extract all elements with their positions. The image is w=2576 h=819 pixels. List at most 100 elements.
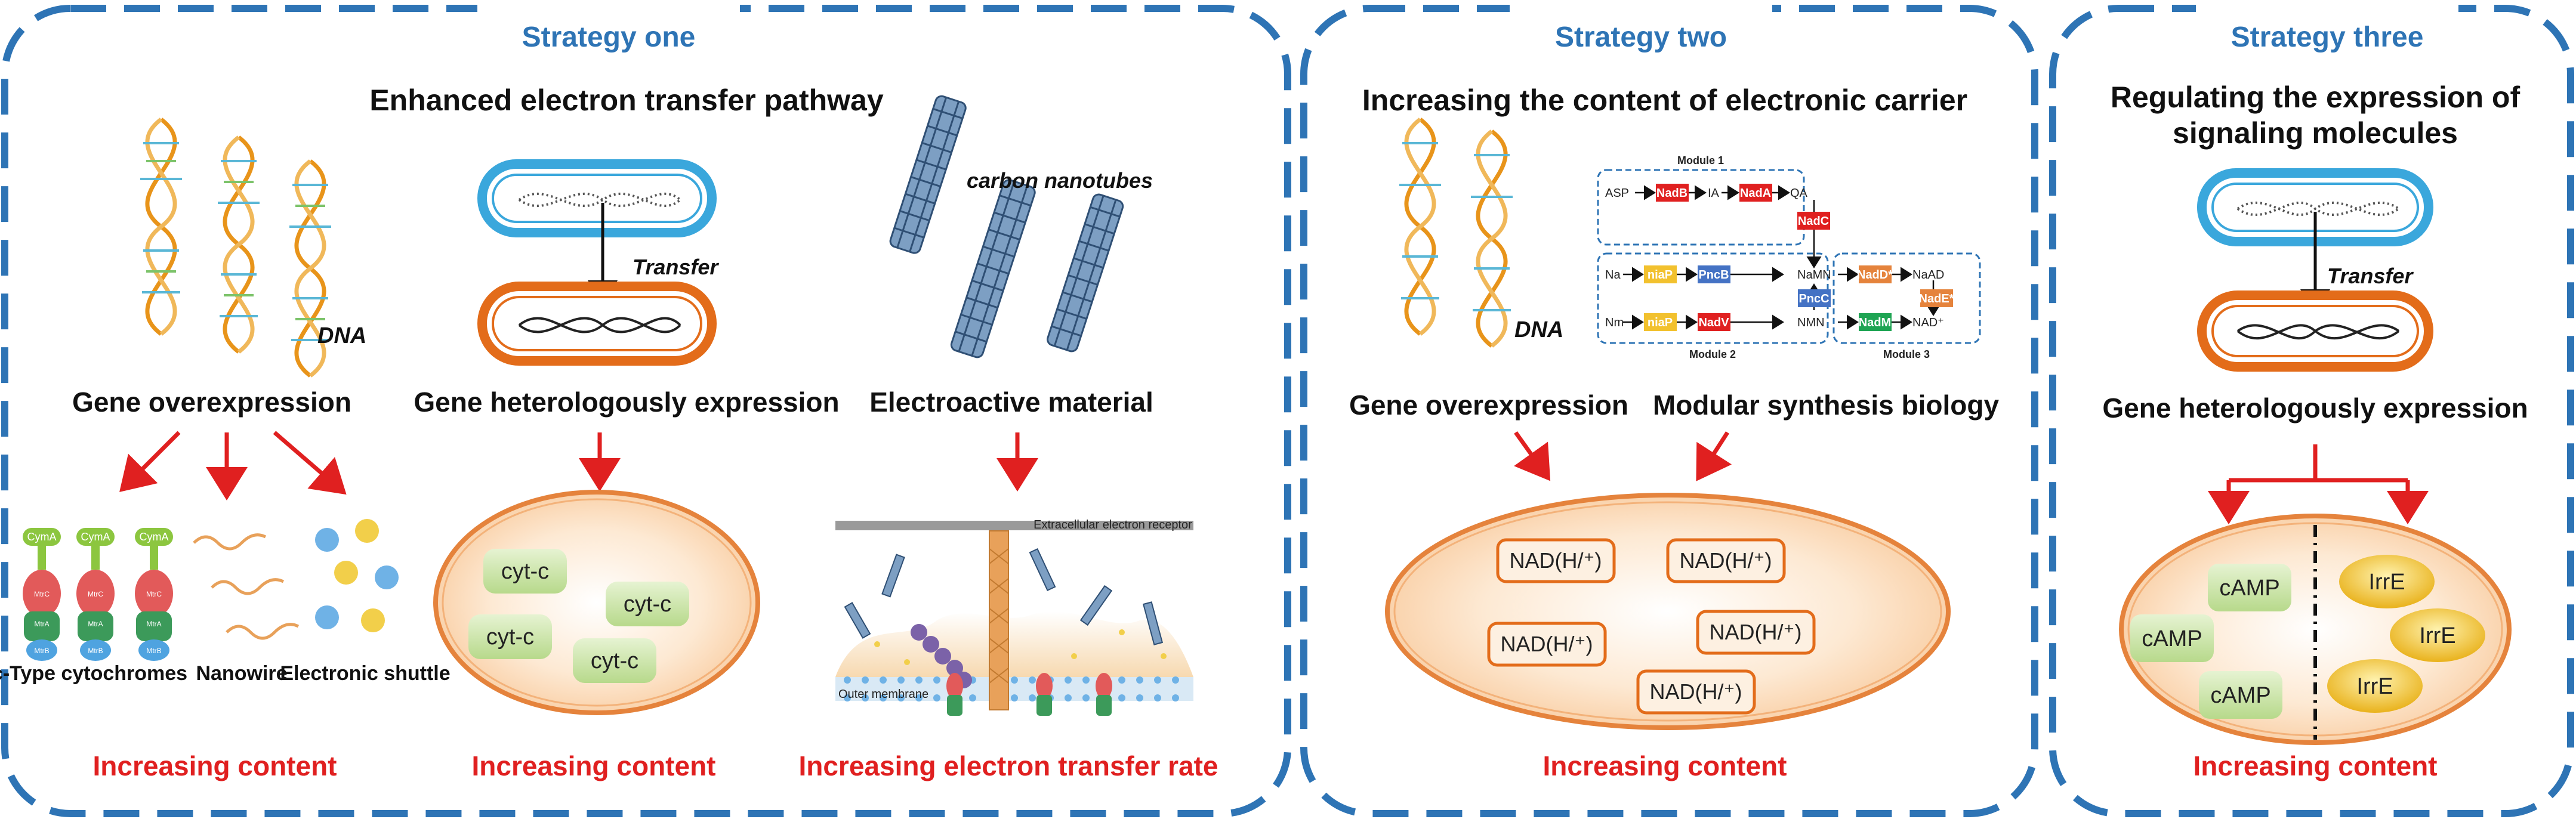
strategy-two-title: Increasing the content of electronic car… [1362, 84, 1967, 117]
metabolite-ia: IA [1708, 187, 1720, 200]
gene-heterologously-label-2: Gene heterologously expression [2102, 392, 2528, 424]
enzyme-pncb: PncB [1698, 268, 1729, 282]
strategy-two-header: Strategy two [1555, 21, 1727, 53]
outer-membrane-label: Outer membrane [838, 688, 928, 701]
carbon-nanotube-icon [889, 95, 1124, 358]
mtrc-label: MtrC [146, 590, 162, 598]
electronic-shuttle-label: Electronic shuttle [280, 662, 450, 685]
cyma-label: CymA [27, 531, 57, 543]
result-increasing-content-2: Increasing content [472, 750, 716, 781]
dna-helix-icon-2 [1399, 118, 1513, 348]
nad-labels: NAD(H/⁺) NAD(H/⁺) NAD(H/⁺) NAD(H/⁺) NAD(… [1501, 548, 1802, 704]
enzyme-nadv: NadV [1698, 316, 1729, 329]
metabolite-asp: ASP [1605, 187, 1629, 200]
red-branch-arrows [2208, 444, 2429, 524]
module-1-label: Module 1 [1677, 154, 1724, 166]
nanowire-icon [193, 533, 300, 640]
enzyme-nadm: NadM [1859, 316, 1891, 329]
cyma-label: CymA [81, 531, 110, 543]
irre-item: IrrE [2356, 674, 2393, 699]
strategy-one-title: Enhanced electron transfer pathway [369, 84, 884, 117]
mtrc-label: MtrC [34, 590, 50, 598]
enzyme-nadd: NadD* [1857, 268, 1893, 282]
metabolite-nmn: NMN [1797, 316, 1825, 329]
red-arrow-s2-left [1514, 431, 1551, 481]
strategy-one-header: Strategy one [522, 21, 696, 53]
enzyme-nadb: NadB [1656, 187, 1687, 200]
carbon-nanotubes-label: carbon nanotubes [967, 168, 1153, 193]
enzyme-nade: NadE* [1919, 292, 1954, 305]
metabolite-nm: Nm [1605, 316, 1624, 329]
extracellular-receptor-label: Extracellular electron receptor [1034, 518, 1192, 531]
nad-item: NAD(H/⁺) [1501, 632, 1593, 656]
transfer-label-2: Transfer [2327, 264, 2414, 288]
metabolite-nad: NAD⁺ [1912, 316, 1944, 329]
module-3-label: Module 3 [1883, 348, 1930, 360]
strategy-three-header: Strategy three [2231, 21, 2424, 53]
nad-pathway-diagram: Module 1 Module 2 Module 3 ASP NadB IA [1597, 154, 1981, 360]
electroactive-material-label: Electroactive material [869, 387, 1153, 418]
mtra-label: MtrA [34, 620, 49, 628]
cytc-labels: cyt-c cyt-c cyt-c cyt-c [486, 559, 671, 673]
module-2-label: Module 2 [1689, 348, 1736, 360]
cyma-label: CymA [140, 531, 169, 543]
electronic-shuttle-icon [315, 519, 399, 632]
transfer-label-1: Transfer [633, 255, 719, 279]
cell-cytc [433, 490, 760, 715]
dna-label: DNA [317, 323, 366, 348]
nad-item: NAD(H/⁺) [1710, 620, 1802, 644]
camp-item: cAMP [2210, 683, 2270, 708]
gene-overexpression-label-2: Gene overexpression [1349, 390, 1628, 421]
enzyme-niap: niaP [1648, 268, 1673, 282]
dna-label-2: DNA [1514, 317, 1563, 342]
result-increasing-content-4: Increasing content [2194, 750, 2438, 781]
camp-irre-labels: cAMP cAMP cAMP IrrE IrrE IrrE [2142, 570, 2455, 708]
cell-nad [1385, 493, 1951, 730]
metabolite-namn: NaMN [1797, 268, 1831, 282]
c-type-cytochromes-label: c-Type cytochromes [0, 662, 187, 685]
cytc-item: cyt-c [486, 625, 534, 650]
cytc-item: cyt-c [591, 648, 638, 673]
mtra-label: MtrA [88, 620, 103, 628]
mtrb-label: MtrB [146, 647, 161, 655]
metabolite-qa: QA [1790, 187, 1808, 200]
result-increasing-content-1: Increasing content [93, 750, 337, 781]
plasmid-transfer-icon-2 [2197, 168, 2433, 372]
irre-item: IrrE [2368, 570, 2405, 595]
red-arrow-s2-right [1696, 431, 1732, 481]
enzyme-pncc: PncC [1798, 292, 1829, 305]
mtrb-label: MtrB [34, 647, 49, 655]
panel-strategy-one [1, 5, 1291, 817]
enzyme-nada: NadA [1740, 187, 1771, 200]
strategy-three-title-line-1: Regulating the expression of [2111, 81, 2521, 114]
enzyme-niap-2: niaP [1648, 316, 1673, 329]
strategy-three-title-line-2: signaling molecules [2173, 116, 2458, 150]
plasmid-transfer-icon [477, 159, 717, 366]
cell-camp-irre [2119, 514, 2512, 745]
enzyme-nadc: NadC [1798, 215, 1829, 228]
mtrb-label: MtrB [88, 647, 103, 655]
c-type-cytochrome-icon [23, 528, 173, 661]
mtrc-label: MtrC [88, 590, 103, 598]
nanowire-label: Nanowire [196, 662, 287, 685]
camp-item: cAMP [2142, 626, 2202, 651]
result-increasing-content-3: Increasing content [1543, 750, 1787, 781]
cytochrome-protein-labels: CymA CymA CymA MtrC MtrC MtrC MtrA MtrA … [27, 531, 169, 655]
metabolite-na: Na [1605, 268, 1621, 282]
gene-heterologously-label-1: Gene heterologously expression [414, 387, 839, 418]
membrane-illustration: Extracellular electron receptor Outer me… [835, 518, 1193, 716]
cytc-item: cyt-c [624, 592, 671, 617]
result-increasing-rate: Increasing electron transfer rate [798, 750, 1218, 781]
gene-overexpression-label: Gene overexpression [72, 387, 351, 418]
metabolite-naad: NaAD [1912, 268, 1944, 282]
nad-item: NAD(H/⁺) [1510, 548, 1602, 573]
camp-item: cAMP [2219, 576, 2279, 601]
red-arrows-overexpression [119, 431, 347, 500]
dna-helix-icon [140, 118, 331, 378]
modular-synthesis-biology-label: Modular synthesis biology [1653, 390, 2000, 421]
nad-item: NAD(H/⁺) [1680, 548, 1772, 573]
mtra-label: MtrA [146, 620, 161, 628]
cytc-item: cyt-c [501, 559, 549, 584]
irre-item: IrrE [2419, 623, 2455, 648]
